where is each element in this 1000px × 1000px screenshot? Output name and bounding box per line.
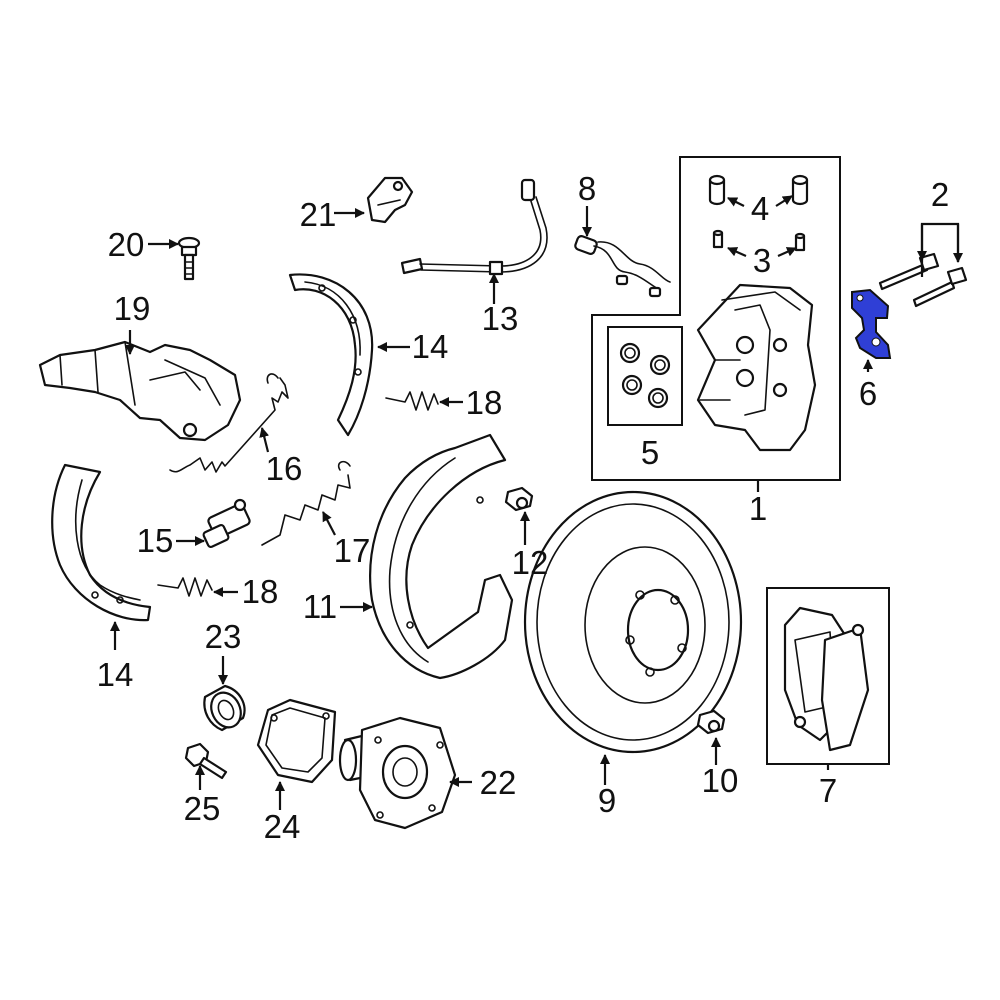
seal-kit-part <box>619 342 671 409</box>
callout-24: 24 <box>264 808 301 845</box>
callout-5: 5 <box>641 434 659 471</box>
callout-22: 22 <box>480 764 517 801</box>
hold-down-spring-upper-part <box>385 391 439 411</box>
caliper-part <box>696 283 817 452</box>
callout-23: 23 <box>205 618 242 655</box>
brake-shoe-upper-part <box>288 273 374 437</box>
bolt-10-part <box>696 709 726 735</box>
hold-down-spring-lower-part <box>157 577 213 597</box>
callout-9: 9 <box>598 782 616 819</box>
callout-15: 15 <box>137 522 174 559</box>
brake-bracket-part <box>851 288 892 359</box>
caliper-assembly-box <box>591 156 841 481</box>
caliper-bolts-part <box>878 252 968 308</box>
brake-rotor-part <box>523 490 743 754</box>
callout-4: 4 <box>751 190 769 227</box>
callout-14a: 14 <box>412 328 449 365</box>
callout-3: 3 <box>753 242 771 279</box>
callout-6: 6 <box>859 375 877 412</box>
callout-2: 2 <box>931 176 949 213</box>
callout-12: 12 <box>512 544 549 581</box>
callout-7: 7 <box>819 772 837 809</box>
caliper-caps-part <box>708 174 809 206</box>
callout-18b: 18 <box>242 573 279 610</box>
callout-20: 20 <box>108 226 145 263</box>
leader-17 <box>322 511 336 536</box>
brake-pads-part <box>783 606 870 752</box>
callout-19: 19 <box>114 290 151 327</box>
leader-16 <box>259 427 270 453</box>
callout-25: 25 <box>184 790 221 827</box>
gasket-part <box>256 698 337 784</box>
leader-4 <box>727 197 745 207</box>
adjuster-part <box>202 498 251 549</box>
callout-14b: 14 <box>97 656 134 693</box>
brake-shoe-lower-part <box>51 463 152 622</box>
brake-hose-part <box>400 178 548 276</box>
backing-plate-part <box>369 433 514 680</box>
leader-3 <box>727 246 747 258</box>
spring-16-part <box>169 373 289 473</box>
guide-pins-part <box>712 229 806 252</box>
wheel-hub-part <box>338 716 457 830</box>
bolt-20-part <box>177 236 201 281</box>
spring-17-part <box>261 460 351 546</box>
callout-21: 21 <box>300 196 337 233</box>
speed-sensor-part <box>366 176 414 224</box>
wheel-bearing-part <box>203 684 246 732</box>
callout-1: 1 <box>749 490 767 527</box>
callout-8: 8 <box>578 170 596 207</box>
bolt-12-part <box>504 486 534 512</box>
wear-sensor-part <box>574 235 671 298</box>
callout-17: 17 <box>334 532 371 569</box>
callout-10: 10 <box>702 762 739 799</box>
bolt-25-part <box>184 742 228 780</box>
callout-11: 11 <box>303 588 337 625</box>
parking-brake-actuator-part <box>38 340 242 442</box>
callout-18a: 18 <box>466 384 503 421</box>
seal-kit-box <box>607 326 683 426</box>
callout-16: 16 <box>266 450 303 487</box>
callout-13: 13 <box>482 300 519 337</box>
